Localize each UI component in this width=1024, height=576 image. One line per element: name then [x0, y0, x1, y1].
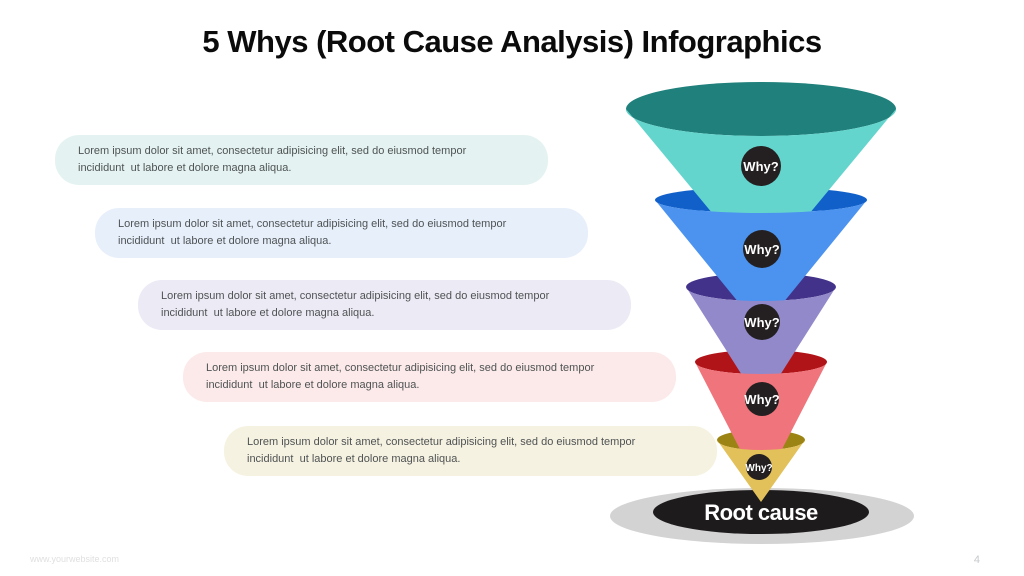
description-box-1: Lorem ipsum dolor sit amet, consectetur … [55, 135, 548, 185]
description-text-line: Lorem ipsum dolor sit amet, consectetur … [78, 145, 467, 157]
description-text-line: Lorem ipsum dolor sit amet, consectetur … [118, 218, 507, 230]
description-text-line: Lorem ipsum dolor sit amet, consectetur … [161, 290, 550, 302]
why-label-4: Why? [744, 392, 779, 407]
root-cause-label: Root cause [704, 500, 818, 525]
description-text-line: Lorem ipsum dolor sit amet, consectetur … [206, 362, 595, 374]
footer-page-number: 4 [973, 554, 980, 566]
description-text-line: incididunt ut labore et dolore magna ali… [78, 162, 292, 174]
description-box-4: Lorem ipsum dolor sit amet, consectetur … [183, 352, 676, 402]
description-text-line: incididunt ut labore et dolore magna ali… [118, 235, 332, 247]
why-label-2: Why? [744, 242, 779, 257]
funnel-stage-1-body [626, 109, 896, 272]
why-badge-3 [744, 304, 780, 340]
funnel-stage-3-body [686, 287, 836, 405]
why-label-5: Why? [745, 463, 772, 474]
description-text-line: Lorem ipsum dolor sit amet, consectetur … [247, 436, 636, 448]
why-label-3: Why? [744, 315, 779, 330]
why-badge-4 [745, 382, 779, 416]
why-badge-1 [741, 146, 781, 186]
description-text-line: incididunt ut labore et dolore magna ali… [206, 379, 420, 391]
description-text-line: incididunt ut labore et dolore magna ali… [247, 453, 461, 465]
page-title: 5 Whys (Root Cause Analysis) Infographic… [202, 24, 822, 59]
root-cause-ellipse [653, 490, 869, 534]
funnel-stage-4-body [695, 362, 827, 490]
footer-website-url: www.yourwebsite.com [30, 554, 120, 564]
why-badge-5 [746, 454, 772, 480]
why-label-1: Why? [743, 159, 778, 174]
description-box-5: Lorem ipsum dolor sit amet, consectetur … [224, 426, 717, 476]
description-box-3: Lorem ipsum dolor sit amet, consectetur … [138, 280, 631, 330]
description-box-2: Lorem ipsum dolor sit amet, consectetur … [95, 208, 588, 258]
description-text-line: incididunt ut labore et dolore magna ali… [161, 307, 375, 319]
funnel-stage-1-opening [626, 82, 896, 136]
why-badge-2 [743, 230, 781, 268]
